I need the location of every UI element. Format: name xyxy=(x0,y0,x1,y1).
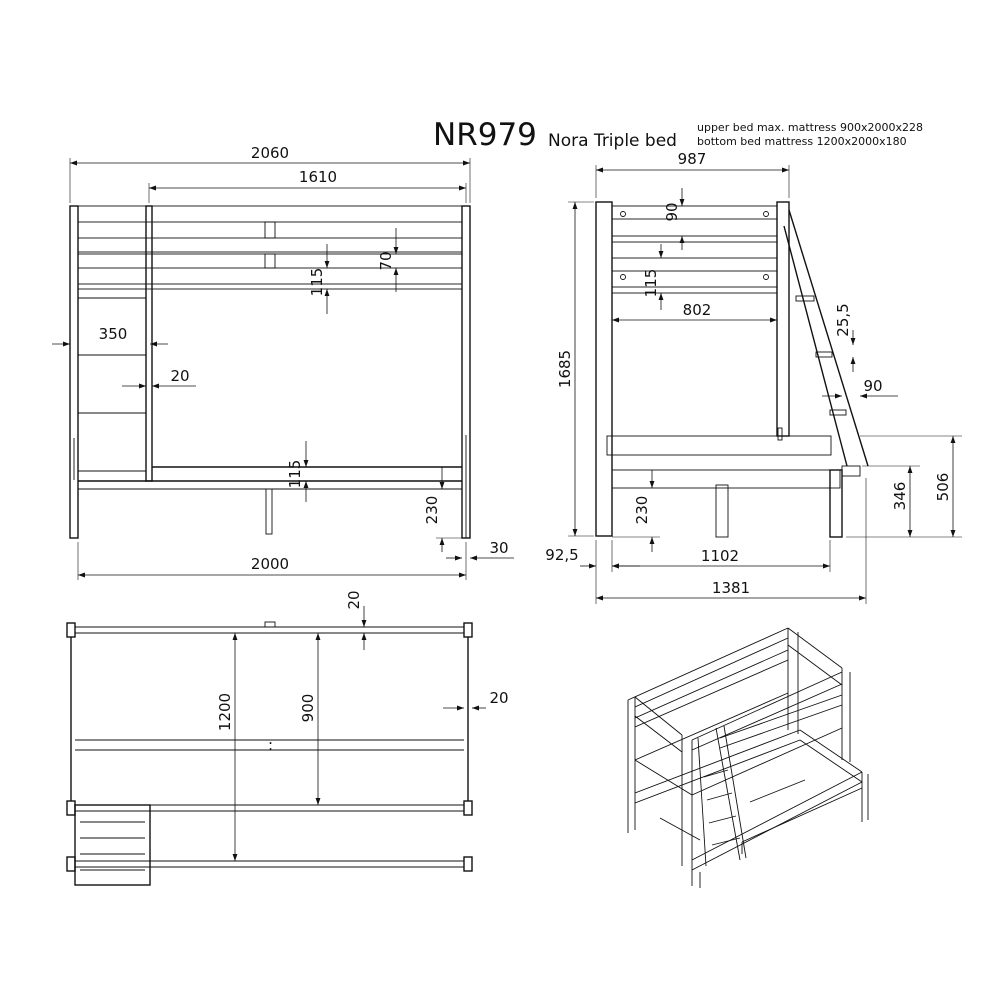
front-view: 2060 1610 115 70 350 20 115 230 30 xyxy=(52,144,514,580)
dim-upper-bed-width: 900 xyxy=(299,694,317,723)
title-block: NR979 Nora Triple bed upper bed max. mat… xyxy=(433,117,923,153)
model-name: Nora Triple bed xyxy=(548,131,677,151)
svg-text::: : xyxy=(268,736,273,754)
dim-height-346: 346 xyxy=(891,482,909,511)
dim-ladder-width: 350 xyxy=(99,325,128,343)
dim-base-length: 2000 xyxy=(251,555,289,573)
dim-ladder-offset: 20 xyxy=(170,367,189,385)
dim-overall-height: 1685 xyxy=(556,350,574,388)
dim-inner-width: 802 xyxy=(683,301,712,319)
dim-top-rail-width: 1610 xyxy=(299,168,337,186)
dim-side-rail-20: 20 xyxy=(489,689,508,707)
dim-rail-gap-115: 115 xyxy=(308,268,326,297)
dim-side-lower-clearance: 230 xyxy=(633,496,651,525)
dim-top-width: 987 xyxy=(678,150,707,168)
side-view: 987 90 115 802 1685 25,5 90 346 506 xyxy=(545,150,962,604)
dim-bottom-bed-width: 1200 xyxy=(216,693,234,731)
dim-side-rail-gap-115: 115 xyxy=(642,269,660,298)
dim-lower-width: 1102 xyxy=(701,547,739,565)
dim-step-90: 90 xyxy=(863,377,882,395)
top-view: 20 1200 900 : 20 xyxy=(66,590,509,886)
dim-offset-92-5: 92,5 xyxy=(545,546,578,564)
dim-overall-depth: 1381 xyxy=(712,579,750,597)
dim-rail-height-90: 90 xyxy=(663,202,681,221)
dim-top-rail-20: 20 xyxy=(345,590,363,609)
dim-height-506: 506 xyxy=(934,473,952,502)
isometric-view xyxy=(627,627,869,888)
dim-step-25-5: 25,5 xyxy=(834,303,852,336)
dim-foot-offset: 30 xyxy=(489,539,508,557)
model-code: NR979 xyxy=(433,117,537,153)
dim-overall-width: 2060 xyxy=(251,144,289,162)
dim-rail-height-70: 70 xyxy=(377,251,395,270)
dim-lower-clearance: 230 xyxy=(423,496,441,525)
dim-lower-rail-115: 115 xyxy=(286,460,304,489)
upper-mattress-note: upper bed max. mattress 900x2000x228 xyxy=(697,121,923,134)
bottom-mattress-note: bottom bed mattress 1200x2000x180 xyxy=(697,135,907,148)
